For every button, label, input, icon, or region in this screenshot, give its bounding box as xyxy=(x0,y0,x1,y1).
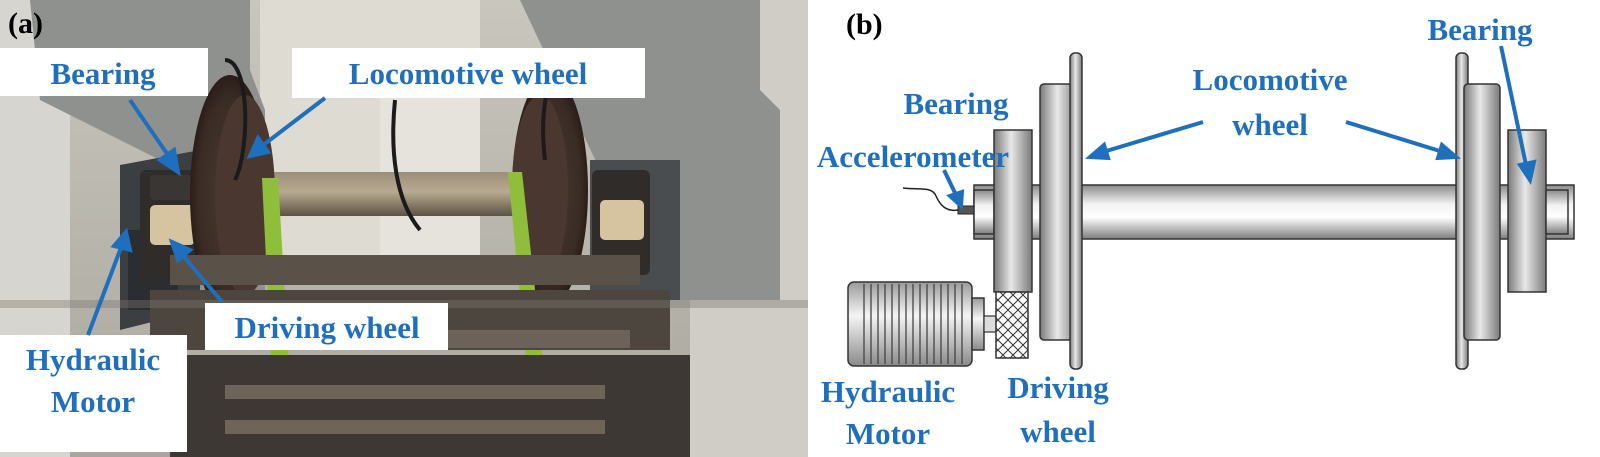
right-bearing-shape xyxy=(1507,129,1547,293)
left-wheel-arrowhead-b xyxy=(1084,141,1111,161)
driving-wheel-label-b-line1: Driving xyxy=(1007,370,1109,405)
right-wheel-body-shape xyxy=(1463,83,1501,341)
hydraulic-motor-arrow-a xyxy=(86,244,124,336)
driving-wheel-label-a: Driving wheel xyxy=(234,310,420,345)
locomotive-wheel-label-box-a xyxy=(292,48,645,98)
panel-a-tag: (a) xyxy=(8,7,43,40)
hydraulic-motor-label-b-line2: Motor xyxy=(846,416,931,451)
schematic-panel: (b) Bearing Accelerometer Locomotive whe… xyxy=(808,0,1600,457)
test-rig-schematic: (b) Bearing Accelerometer Locomotive whe… xyxy=(817,8,1575,451)
hydraulic-motor-label-box-a xyxy=(0,335,187,452)
driving-wheel-arrowhead-a xyxy=(168,238,194,264)
left-wheel-flange-shape xyxy=(1069,52,1083,370)
annotation-arrows-a xyxy=(86,96,327,336)
hydraulic-motor-label-b-line1: Hydraulic xyxy=(821,374,955,409)
driving-wheel-label-b-line2: wheel xyxy=(1020,414,1096,449)
hydraulic-motor-shape xyxy=(847,281,973,367)
bearing-label-b-left: Bearing xyxy=(903,86,1009,121)
panel-b-tag: (b) xyxy=(846,8,883,41)
accelerometer-arrow-b xyxy=(942,169,958,196)
right-wheel-arrowhead-b xyxy=(1435,141,1462,161)
accelerometer-cable xyxy=(902,187,959,212)
locomotive-wheel-label-a: Locomotive wheel xyxy=(349,56,588,91)
accelerometer-label-b: Accelerometer xyxy=(817,139,1009,174)
annotation-arrows-b xyxy=(942,45,1537,211)
bearing-arrow-a xyxy=(128,98,172,160)
hydraulic-motor-label-a-line2: Motor xyxy=(51,384,136,419)
photo-panel: (a) Bearing Locomotive wheel Driving whe… xyxy=(0,0,808,457)
locomotive-wheel-label-b-line1: Locomotive xyxy=(1193,62,1348,97)
hydraulic-motor-label-a-line1: Hydraulic xyxy=(26,342,160,377)
right-wheel-arrow-b xyxy=(1345,120,1444,154)
right-bearing-arrowhead-b xyxy=(1516,159,1537,186)
driving-wheel-shape xyxy=(995,291,1029,359)
motor-fins xyxy=(863,284,963,364)
left-bearing-shape xyxy=(993,129,1033,293)
left-wheel-arrow-b xyxy=(1102,120,1204,154)
test-rig-photo: (a) Bearing Locomotive wheel Driving whe… xyxy=(0,0,808,457)
bearing-arrowhead-a xyxy=(156,146,181,177)
accelerometer-arrowhead-b xyxy=(946,189,965,211)
bearing-label-a: Bearing xyxy=(50,56,156,91)
right-bearing-arrow-b xyxy=(1499,45,1528,166)
locomotive-wheel-arrowhead-a xyxy=(246,133,272,159)
hydraulic-motor-arrowhead-a xyxy=(110,227,133,253)
locomotive-wheel-arrow-a xyxy=(260,96,327,148)
bearing-label-box-a xyxy=(0,48,208,96)
driving-wheel-label-box-a xyxy=(205,303,448,350)
locomotive-wheel-label-b-line2: wheel xyxy=(1232,107,1308,142)
driving-wheel-arrow-a xyxy=(178,250,224,304)
bearing-label-b-right: Bearing xyxy=(1427,12,1533,47)
